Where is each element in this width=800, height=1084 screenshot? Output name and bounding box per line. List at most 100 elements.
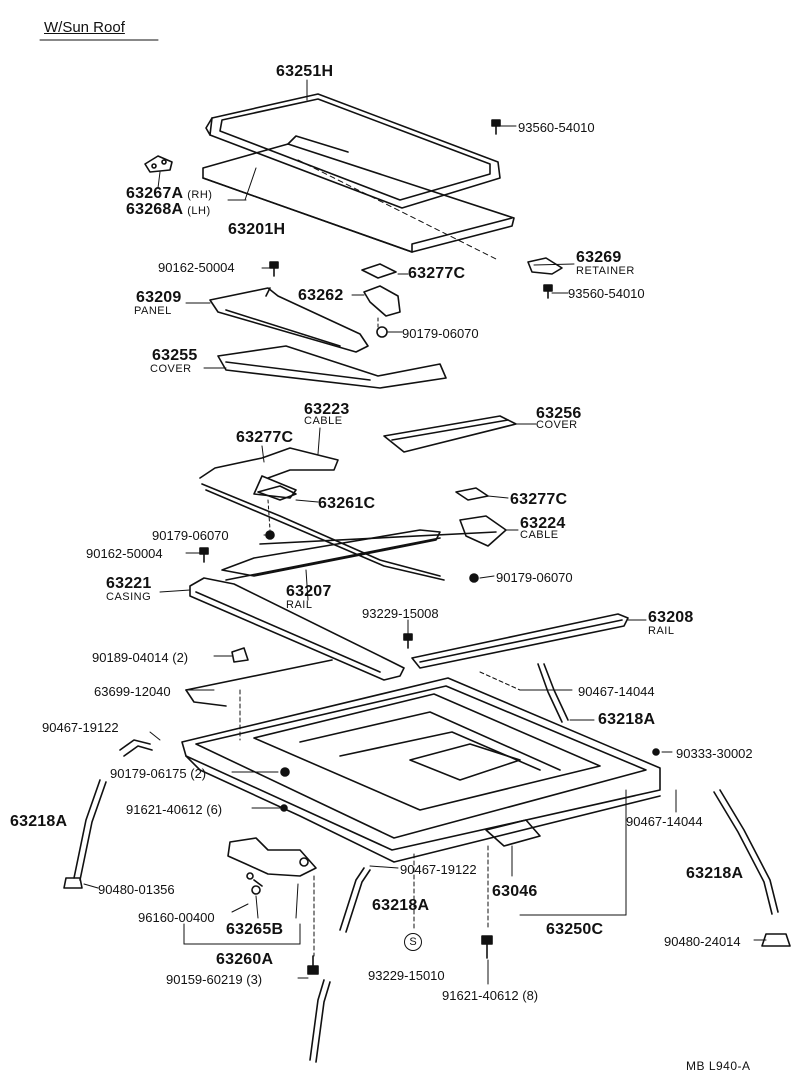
fastener-marks (199, 119, 660, 812)
part-number: 63218A (372, 897, 430, 914)
part-number: 63218A (10, 813, 68, 830)
callout-63265B: 63265B (226, 922, 283, 938)
callout-63201H: 63201H (228, 222, 285, 238)
part-number: 63218A (686, 865, 744, 882)
part-number: 93560-54010 (518, 120, 595, 135)
callout-63218A-d: 63218A (686, 866, 743, 882)
retainer-part (527, 257, 563, 275)
part-number: 90162-50004 (86, 546, 163, 561)
part-number: 63223 (304, 401, 350, 418)
part-number: 63046 (492, 883, 538, 900)
callout-90189-04014: 90189-04014 (2) (92, 650, 188, 666)
part-number: 63261C (318, 495, 376, 512)
callout-63277C-b: 63277C (236, 430, 293, 446)
callout-90162-50004-a: 90162-50004 (158, 260, 235, 276)
callout-90467-14044-b: 90467-14044 (626, 814, 703, 830)
callout-63255: 63255 (152, 348, 198, 364)
part-number: 90179-06070 (402, 326, 479, 341)
part-number: 63207 (286, 583, 332, 600)
callout-90179-06070-b: 90179-06070 (152, 528, 229, 544)
leader-lines (83, 79, 767, 985)
callout-63209: 63209 (136, 290, 182, 306)
part-number: 96160-00400 (138, 910, 215, 925)
panel-frame-part (209, 287, 369, 353)
part-number: 63277C (510, 491, 568, 508)
part-number: 63218A (598, 711, 656, 728)
callout-63250C: 63250C (546, 922, 603, 938)
part-number: 63269 (576, 249, 622, 266)
part-number: 90159-60219 (3) (166, 972, 263, 987)
part-number: 90480-24014 (664, 934, 741, 949)
callout-63224: 63224 (520, 516, 566, 532)
callout-93229-15008: 93229-15008 (362, 606, 439, 622)
cable-assembly-part (199, 447, 507, 581)
part-number: 63224 (520, 515, 566, 532)
glass-frame-part (205, 93, 501, 209)
part-number: 90480-01356 (98, 882, 175, 897)
part-description: RAIL (648, 625, 675, 637)
part-number: 63699-12040 (94, 684, 171, 699)
callout-90179-06175: 90179-06175 (2) (110, 766, 206, 782)
callout-90467-19122-b: 90467-19122 (400, 862, 477, 878)
part-number: 90179-06070 (152, 528, 229, 543)
callout-63277C-a: 63277C (408, 266, 465, 282)
callout-63277C-c: 63277C (510, 492, 567, 508)
part-number: 90333-30002 (676, 746, 753, 761)
callout-63218A-c: 63218A (372, 898, 429, 914)
part-number: 63262 (298, 287, 344, 304)
callout-63208: 63208 (648, 610, 694, 626)
part-description: RETAINER (576, 265, 635, 277)
callout-90467-19122-a: 90467-19122 (42, 720, 119, 736)
gearbox-part (485, 819, 541, 847)
drain-hose-part (73, 663, 779, 1063)
part-side-suffix: (LH) (187, 205, 211, 217)
part-number: 90467-19122 (42, 720, 119, 735)
part-number: 90179-06175 (2) (110, 766, 207, 781)
part-description: PANEL (134, 305, 172, 317)
part-number: 90467-19122 (400, 862, 477, 877)
callout-90162-50004-b: 90162-50004 (86, 546, 163, 562)
callout-90480-01356: 90480-01356 (98, 882, 175, 898)
callout-90179-06070-a: 90179-06070 (402, 326, 479, 342)
part-number: 63209 (136, 289, 182, 306)
callout-63699-12040: 63699-12040 (94, 684, 171, 700)
callout-93229-15010: 93229-15010 (368, 968, 445, 984)
part-number: 90467-14044 (578, 684, 655, 699)
diagram-title: W/Sun Roof (44, 19, 125, 36)
callout-91621-40612-b: 91621-40612 (8) (442, 988, 538, 1004)
part-number: 63267A (126, 185, 184, 202)
part-number: 63265B (226, 921, 284, 938)
part-number: 63201H (228, 221, 286, 238)
part-number: 63250C (546, 921, 604, 938)
casing-part (189, 577, 405, 681)
callout-63221: 63221 (106, 576, 152, 592)
callout-63268A: 63268A(LH) (126, 202, 211, 218)
part-number: 93229-15010 (368, 968, 445, 983)
callout-63256: 63256 (536, 406, 582, 422)
part-description: CABLE (304, 415, 343, 427)
callout-90179-06070-c: 90179-06070 (496, 570, 573, 586)
callout-90159-60219: 90159-60219 (3) (166, 972, 262, 988)
part-number: 90189-04014 (2) (92, 650, 189, 665)
part-number: 63221 (106, 575, 152, 592)
callout-90333-30002: 90333-30002 (676, 746, 753, 762)
part-number: 93229-15008 (362, 606, 439, 621)
callout-63218A-a: 63218A (598, 712, 655, 728)
callout-63267A: 63267A(RH) (126, 186, 212, 202)
part-number: 63268A (126, 201, 184, 218)
part-description: CABLE (520, 529, 559, 541)
part-number: 63260A (216, 951, 274, 968)
callout-93560-54010-a: 93560-54010 (518, 120, 595, 136)
hinge-bracket-part (144, 155, 173, 173)
upper-cover-part (383, 415, 517, 453)
callout-63262: 63262 (298, 288, 344, 304)
housing-frame-part (181, 659, 661, 863)
callout-90467-14044-a: 90467-14044 (578, 684, 655, 700)
part-number: 63277C (236, 429, 294, 446)
part-number: 91621-40612 (8) (442, 988, 539, 1003)
part-number: 63208 (648, 609, 694, 626)
bolt-marks (307, 935, 493, 975)
part-description: COVER (536, 419, 578, 431)
